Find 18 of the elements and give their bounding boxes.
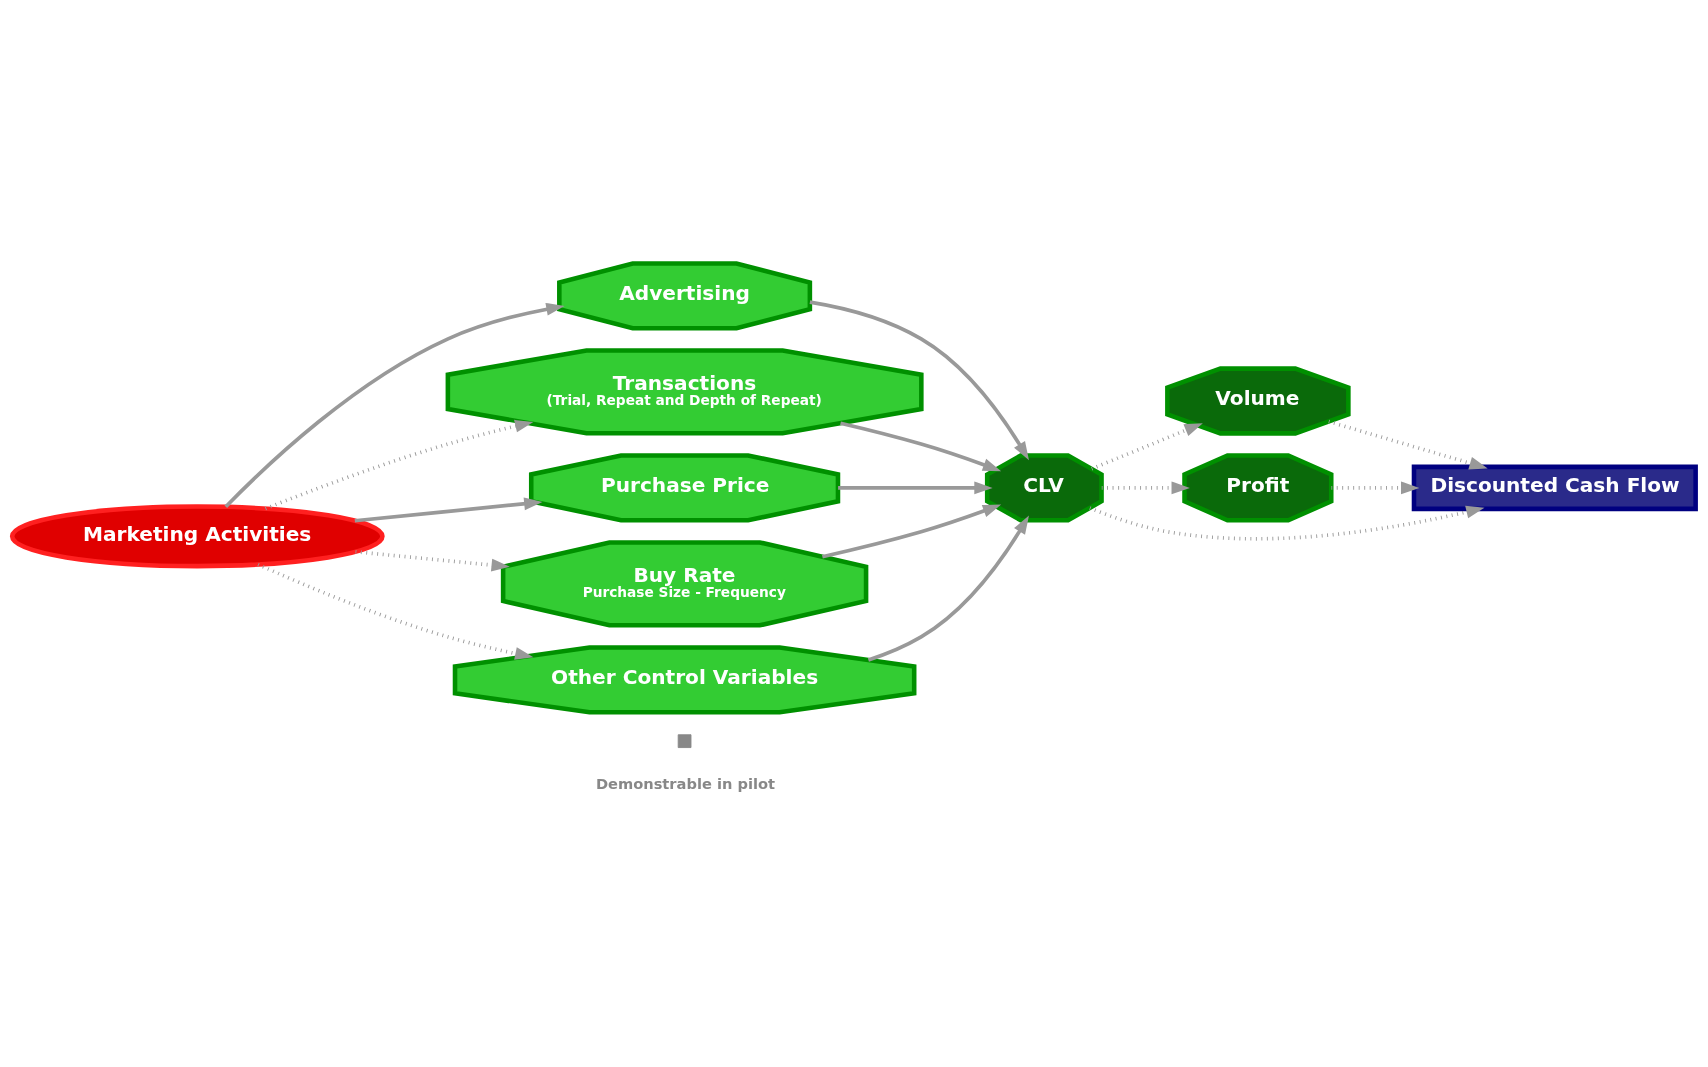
node-box: Discounted Cash Flow (1411, 464, 1698, 512)
arrow (1331, 481, 1420, 495)
legend-label: Demonstrable in pilot (595, 775, 775, 793)
arrow (257, 562, 534, 660)
arrow (840, 421, 1002, 472)
arrow (1089, 505, 1485, 541)
arrow (867, 515, 1029, 662)
arrow (1101, 481, 1190, 495)
arrow (838, 481, 993, 495)
arrow (264, 419, 534, 511)
node-ellipse: Marketing Activities (9, 504, 385, 569)
arrow (355, 549, 510, 572)
arrow (224, 302, 565, 509)
arrow (809, 300, 1029, 461)
arrow (1091, 423, 1203, 471)
arrow (1328, 419, 1488, 470)
arrow (354, 497, 543, 523)
arrow (822, 504, 1002, 559)
